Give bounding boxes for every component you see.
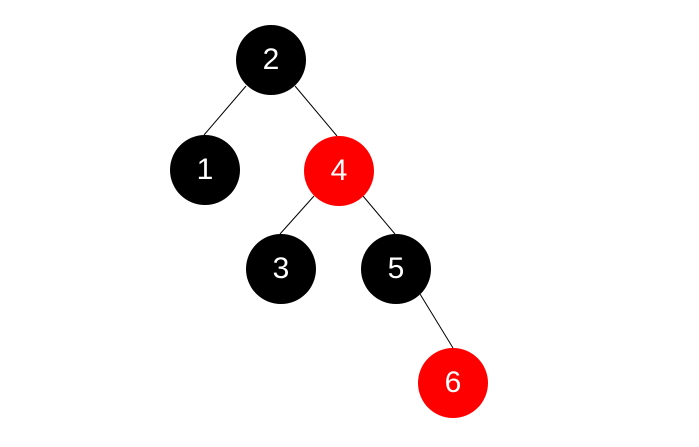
node-label-6: 6 [444, 366, 462, 399]
edge-4-5 [362, 195, 396, 235]
node-label-4: 4 [330, 154, 348, 187]
node-label-2: 2 [262, 43, 280, 76]
tree-node-2: 2 [236, 25, 306, 95]
node-label-5: 5 [387, 252, 405, 285]
edge-2-1 [203, 85, 247, 136]
node-label-3: 3 [272, 252, 290, 285]
node-label-1: 1 [196, 153, 214, 186]
tree-node-6: 6 [418, 348, 488, 418]
edge-5-6 [419, 293, 454, 349]
edge-4-3 [279, 195, 315, 235]
tree-node-5: 5 [361, 234, 431, 304]
tree-node-3: 3 [246, 234, 316, 304]
tree-node-4: 4 [304, 136, 374, 206]
tree-node-1: 1 [170, 135, 240, 205]
edge-2-4 [294, 85, 338, 137]
